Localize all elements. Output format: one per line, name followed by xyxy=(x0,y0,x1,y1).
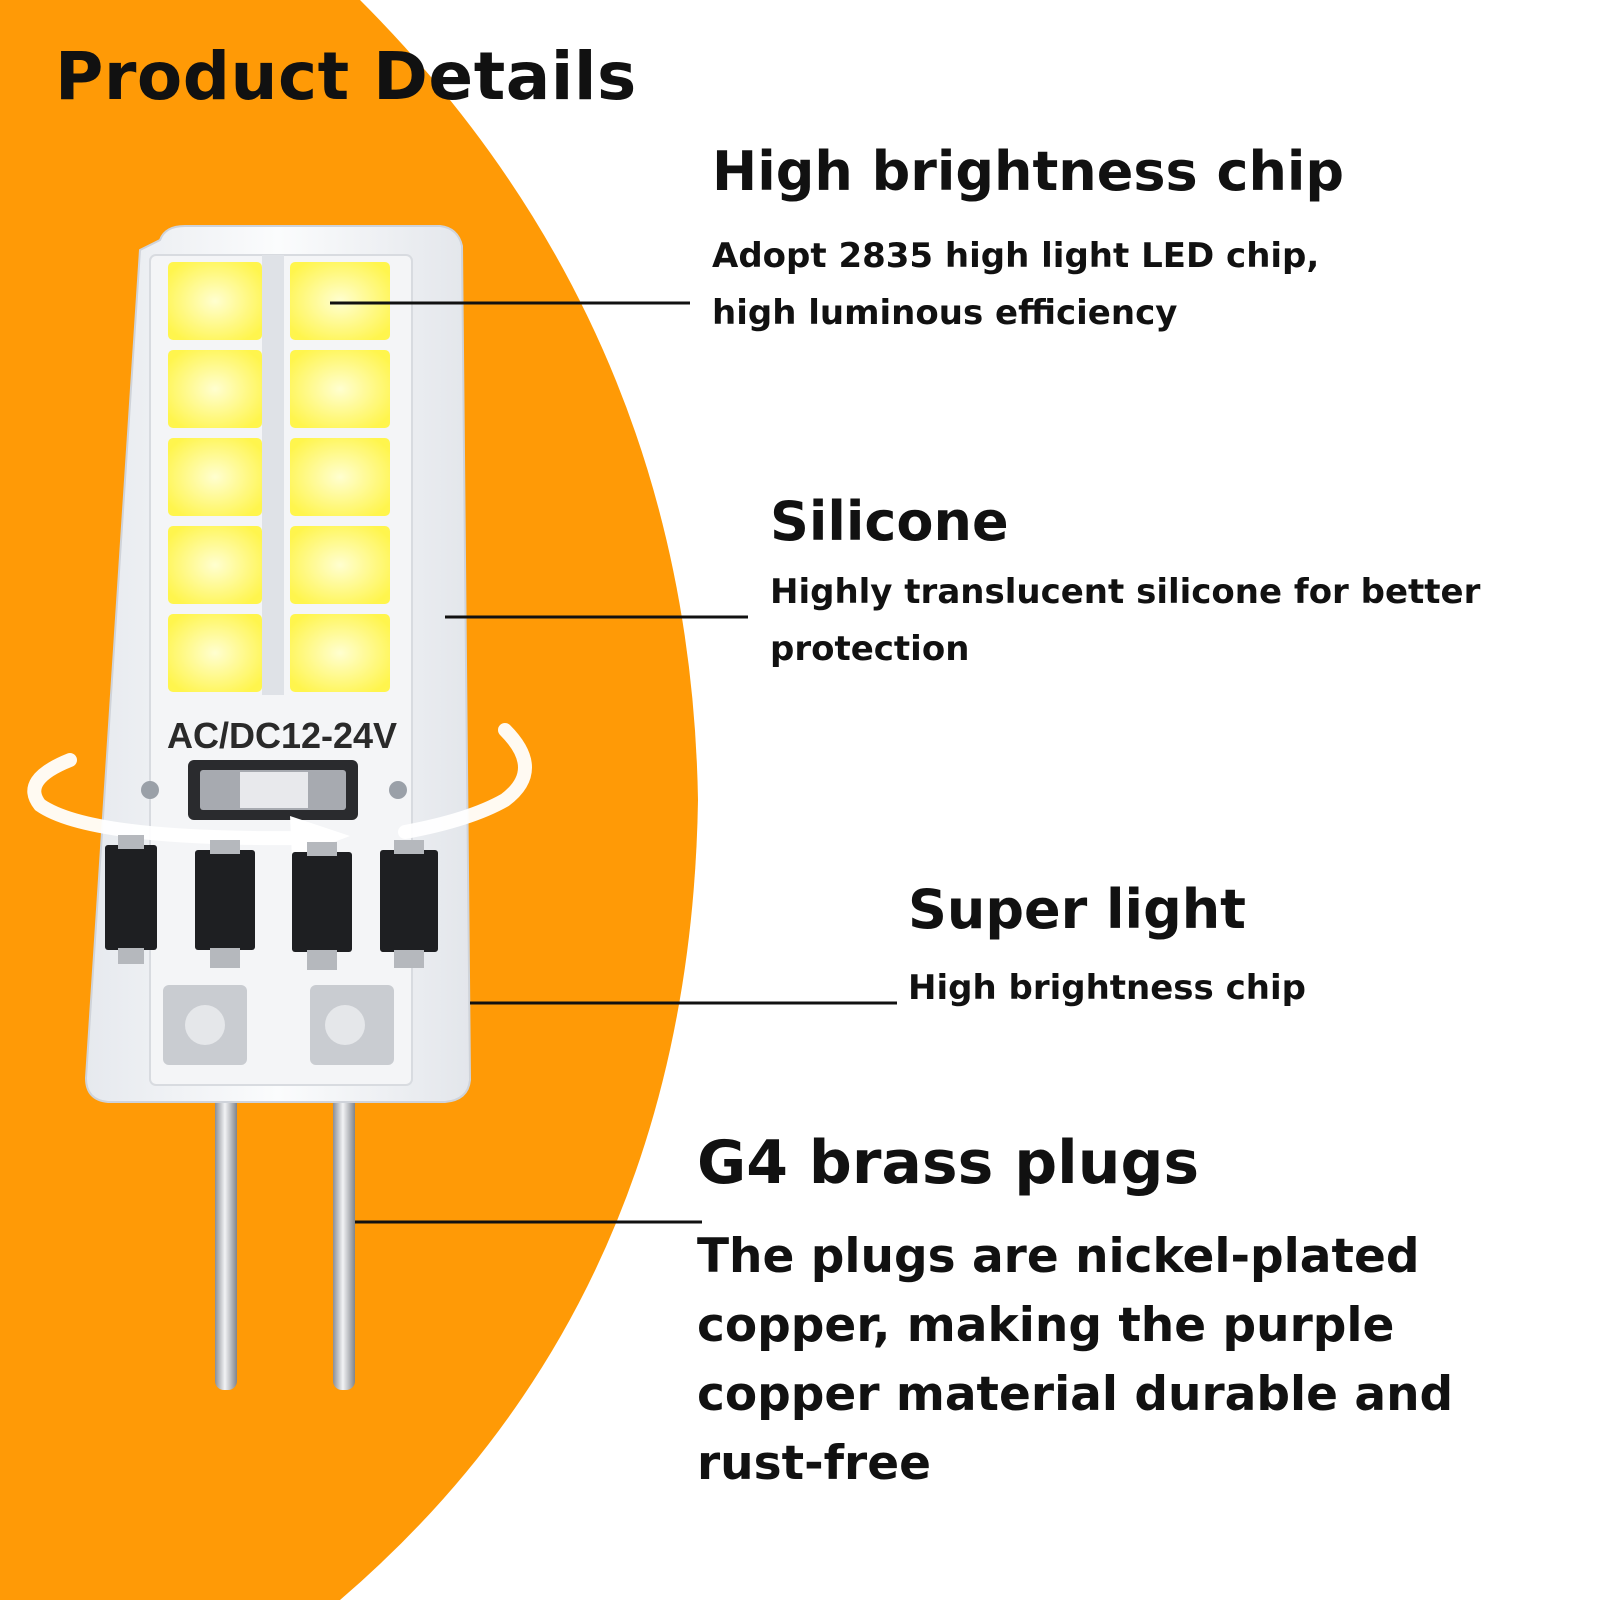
led-chip xyxy=(290,350,390,428)
feature-title-plugs: G4 brass plugs xyxy=(697,1128,1200,1198)
led-chip xyxy=(290,614,390,692)
led-chip xyxy=(168,526,262,604)
feature-title-super-light: Super light xyxy=(908,878,1246,941)
feature-title-silicone: Silicone xyxy=(770,490,1009,553)
led-chip xyxy=(290,262,390,340)
feature-desc-plugs: The plugs are nickel-plated copper, maki… xyxy=(697,1229,1454,1491)
feature-title-chip: High brightness chip xyxy=(712,140,1345,203)
feature-desc-super-light: High brightness chip xyxy=(908,968,1306,1008)
left-pin xyxy=(215,1070,237,1390)
led-chip xyxy=(168,262,262,340)
feature-desc-chip: Adopt 2835 high light LED chip, high lum… xyxy=(712,236,1320,333)
led-chip-array xyxy=(168,262,390,692)
led-chip xyxy=(290,526,390,604)
led-chip xyxy=(168,614,262,692)
board-center-strip xyxy=(262,255,284,695)
led-chip xyxy=(168,350,262,428)
right-pin xyxy=(333,1070,355,1390)
led-chip xyxy=(290,438,390,516)
page-title: Product Details xyxy=(55,38,637,115)
voltage-label: AC/DC12-24V xyxy=(167,715,397,756)
rotation-arrow-icon xyxy=(27,723,532,858)
feature-desc-silicone: Highly translucent silicone for better p… xyxy=(770,572,1481,669)
led-chip xyxy=(168,438,262,516)
diode-components xyxy=(105,835,438,970)
